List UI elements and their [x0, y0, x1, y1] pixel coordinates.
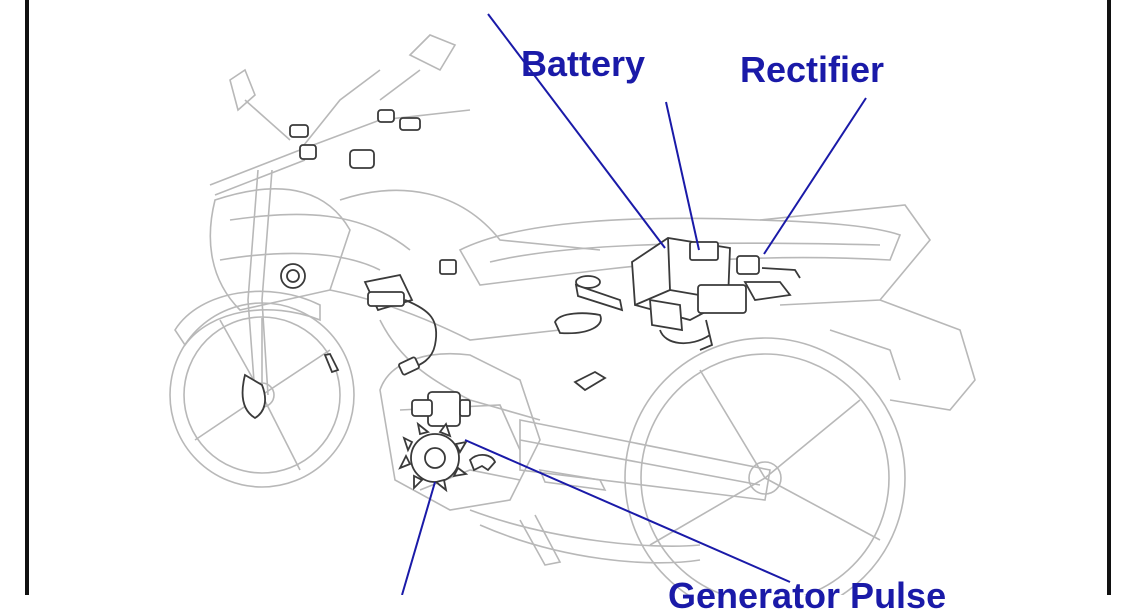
electrical-parts: [241, 109, 801, 493]
fuel-pump-parts: [554, 275, 624, 392]
label-generator-pulse: Generator Pulse: [668, 575, 947, 616]
label-battery: Battery: [521, 43, 646, 84]
leader-lines: [401, 13, 867, 595]
connector-part: [439, 259, 457, 275]
handlebar-switch-parts: [289, 109, 421, 169]
ignition-switch: [280, 263, 306, 289]
leader-line-generator-pulse: [464, 439, 791, 583]
leader-line-battery: [665, 101, 700, 251]
pulse-generator-part: [468, 454, 497, 472]
generator-stator: [398, 421, 469, 493]
starter-motor: [411, 391, 471, 427]
motorcycle-wiring-diagram: [25, 0, 1111, 595]
front-wheel: [169, 302, 355, 488]
brake-caliper: [241, 373, 266, 420]
leader-line-rectifier: [763, 97, 867, 255]
ignition-coil: [363, 273, 438, 376]
rectifier-unit: [736, 255, 801, 301]
label-rectifier: Rectifier: [740, 49, 885, 90]
rear-wheel: [624, 337, 906, 595]
leader-line-top-cut: [487, 13, 666, 249]
wire-clip: [323, 352, 340, 374]
leader-line-generator: [401, 481, 436, 595]
motorcycle-outline: [169, 34, 976, 595]
frame-border: [25, 0, 1111, 595]
battery-box: [631, 237, 747, 351]
